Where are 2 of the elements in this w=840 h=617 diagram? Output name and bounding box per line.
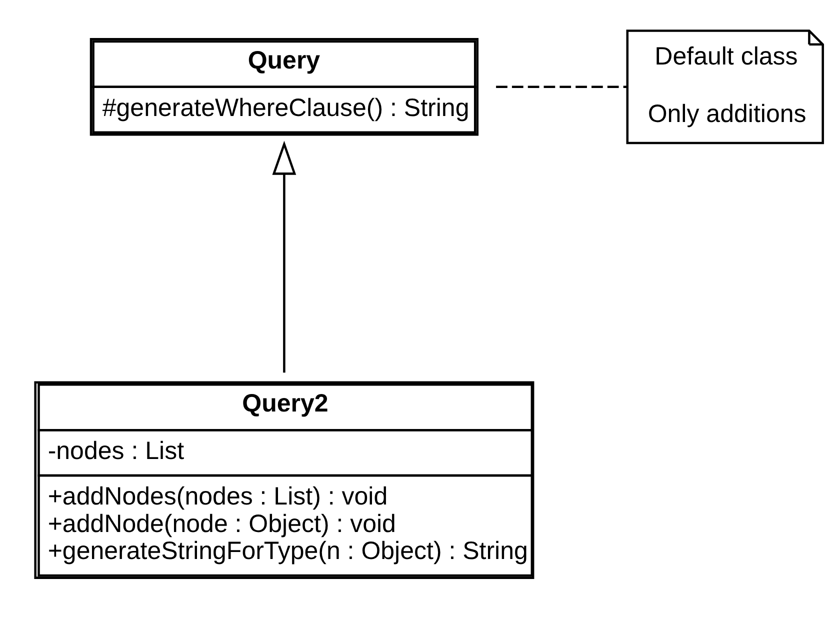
connector (496, 86, 627, 88)
arrow (272, 140, 296, 373)
